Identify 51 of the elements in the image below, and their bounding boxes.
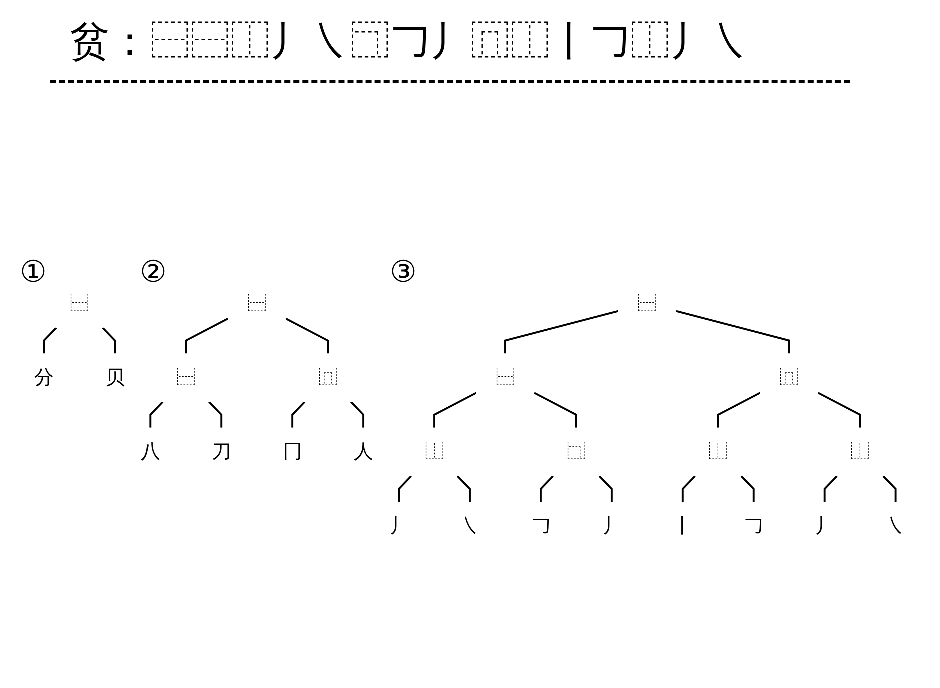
node-text: 冂: [282, 440, 302, 464]
node-text: ⿹: [566, 440, 586, 464]
node-text: ⿱: [70, 292, 90, 315]
connector: [504, 310, 619, 354]
node-text: ⿰: [424, 440, 444, 464]
node-text: 丿: [815, 515, 835, 538]
node-text: ⿱: [638, 292, 658, 315]
node-text: 分: [34, 366, 54, 390]
connector: [292, 401, 306, 428]
connector: [682, 476, 696, 502]
connector: [350, 401, 365, 428]
node-text: ㇏: [886, 515, 906, 538]
connector: [398, 476, 412, 502]
connector: [102, 327, 116, 354]
title: 贫：⿱⿱⿰丿㇏⿹𠃌丿⿵⿰丨𠃌⿰丿㇏: [70, 18, 750, 67]
node-text: ㇏: [460, 515, 480, 538]
node-text: ⿰: [850, 440, 870, 464]
node-text: 𠃌: [744, 515, 764, 538]
connector: [882, 476, 897, 502]
connector: [185, 318, 229, 354]
connector: [43, 327, 58, 354]
connector: [540, 476, 554, 502]
node-text: 贝: [105, 366, 125, 390]
node-text: ⿱: [247, 292, 267, 315]
node-text: 丨: [673, 515, 693, 538]
connector: [208, 401, 223, 428]
tree-number: ③: [390, 255, 417, 290]
node-text: 八: [140, 440, 160, 464]
connector: [598, 476, 613, 502]
node-text: 人: [354, 440, 374, 464]
connector: [456, 476, 471, 502]
node-text: ⿵: [780, 366, 800, 390]
node-text: 丿: [602, 515, 622, 538]
connector: [150, 401, 164, 428]
connector: [434, 392, 477, 428]
connector: [676, 310, 790, 354]
tree-number: ②: [140, 255, 167, 290]
connector: [818, 392, 862, 428]
connector: [534, 392, 578, 428]
node-text: 𠃌: [531, 515, 551, 538]
connector: [740, 476, 755, 502]
node-text: ⿱: [496, 366, 516, 390]
connector: [717, 392, 761, 428]
connector: [824, 476, 838, 502]
node-text: ⿰: [708, 440, 728, 464]
connector: [286, 318, 330, 354]
node-text: 丿: [389, 515, 409, 538]
node-text: 刀: [212, 440, 232, 464]
node-text: ⿱: [176, 366, 196, 390]
node-text: ⿵: [318, 366, 338, 390]
tree-number: ①: [20, 255, 47, 290]
